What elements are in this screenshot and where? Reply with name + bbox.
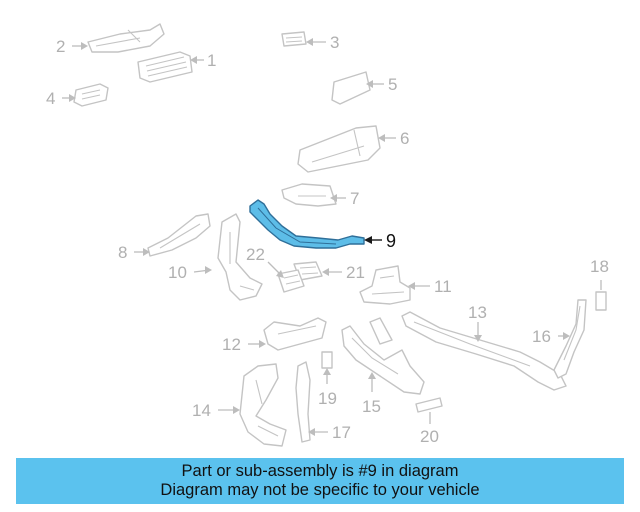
callout-3: 3 bbox=[306, 33, 339, 52]
part-8[interactable] bbox=[147, 213, 211, 257]
callout-13: 13 bbox=[468, 303, 487, 342]
part-15[interactable] bbox=[341, 317, 425, 395]
part-12[interactable] bbox=[263, 317, 327, 351]
info-banner: Part or sub-assembly is #9 in diagram Di… bbox=[16, 458, 624, 504]
svg-text:1: 1 bbox=[207, 51, 216, 70]
callout-2: 2 bbox=[56, 37, 88, 56]
svg-text:5: 5 bbox=[388, 75, 397, 94]
part-18[interactable] bbox=[595, 291, 607, 311]
callout-4: 4 bbox=[46, 89, 76, 108]
svg-text:19: 19 bbox=[318, 389, 337, 408]
svg-text:14: 14 bbox=[192, 401, 211, 420]
svg-text:18: 18 bbox=[590, 257, 609, 276]
svg-text:3: 3 bbox=[330, 33, 339, 52]
svg-text:21: 21 bbox=[346, 263, 365, 282]
svg-text:7: 7 bbox=[350, 189, 359, 208]
svg-text:9: 9 bbox=[386, 231, 396, 251]
svg-text:6: 6 bbox=[400, 129, 409, 148]
part-5[interactable] bbox=[331, 71, 371, 105]
part-10[interactable] bbox=[217, 213, 263, 301]
svg-text:2: 2 bbox=[56, 37, 65, 56]
callout-15: 15 bbox=[362, 372, 381, 416]
part-11[interactable] bbox=[359, 265, 411, 305]
callout-16: 16 bbox=[532, 327, 570, 346]
banner-line-1: Part or sub-assembly is #9 in diagram bbox=[181, 462, 459, 480]
parts-diagram: 1 2 3 4 5 6 7 8 9 10 bbox=[46, 23, 609, 447]
svg-text:4: 4 bbox=[46, 89, 55, 108]
part-4[interactable] bbox=[73, 83, 109, 107]
part-13[interactable] bbox=[401, 311, 567, 391]
callout-18: 18 bbox=[590, 257, 609, 290]
part-19[interactable] bbox=[321, 351, 333, 369]
callout-14: 14 bbox=[192, 401, 240, 420]
part-6[interactable] bbox=[297, 125, 381, 173]
callout-1: 1 bbox=[190, 51, 216, 70]
part-20[interactable] bbox=[415, 397, 443, 413]
callout-22: 22 bbox=[246, 245, 284, 278]
part-2[interactable] bbox=[87, 23, 165, 53]
part-7[interactable] bbox=[281, 183, 337, 207]
svg-text:10: 10 bbox=[168, 263, 187, 282]
callout-8: 8 bbox=[118, 243, 150, 262]
svg-text:15: 15 bbox=[362, 397, 381, 416]
callout-20: 20 bbox=[420, 412, 439, 446]
part-22[interactable] bbox=[277, 269, 305, 293]
part-9[interactable] bbox=[249, 199, 365, 249]
callout-19: 19 bbox=[318, 368, 337, 408]
svg-text:11: 11 bbox=[434, 277, 452, 296]
callout-17: 17 bbox=[308, 423, 351, 442]
svg-text:13: 13 bbox=[468, 303, 487, 322]
callout-21: 21 bbox=[322, 263, 365, 282]
part-1[interactable] bbox=[137, 51, 193, 83]
svg-text:20: 20 bbox=[420, 427, 439, 446]
svg-text:17: 17 bbox=[332, 423, 351, 442]
callout-10: 10 bbox=[168, 263, 212, 282]
svg-text:16: 16 bbox=[532, 327, 551, 346]
part-14[interactable] bbox=[239, 363, 287, 447]
callout-5: 5 bbox=[366, 75, 397, 94]
callout-9: 9 bbox=[364, 231, 396, 251]
part-17[interactable] bbox=[295, 361, 311, 443]
svg-text:12: 12 bbox=[222, 335, 241, 354]
part-21[interactable] bbox=[293, 261, 323, 281]
callout-11: 11 bbox=[408, 277, 452, 296]
banner-line-2: Diagram may not be specific to your vehi… bbox=[160, 481, 480, 499]
svg-text:22: 22 bbox=[246, 245, 265, 264]
callout-7: 7 bbox=[330, 189, 359, 208]
callout-6: 6 bbox=[378, 129, 409, 148]
callout-12: 12 bbox=[222, 335, 266, 354]
svg-text:8: 8 bbox=[118, 243, 127, 262]
part-16[interactable] bbox=[553, 299, 587, 379]
part-3[interactable] bbox=[281, 31, 307, 47]
